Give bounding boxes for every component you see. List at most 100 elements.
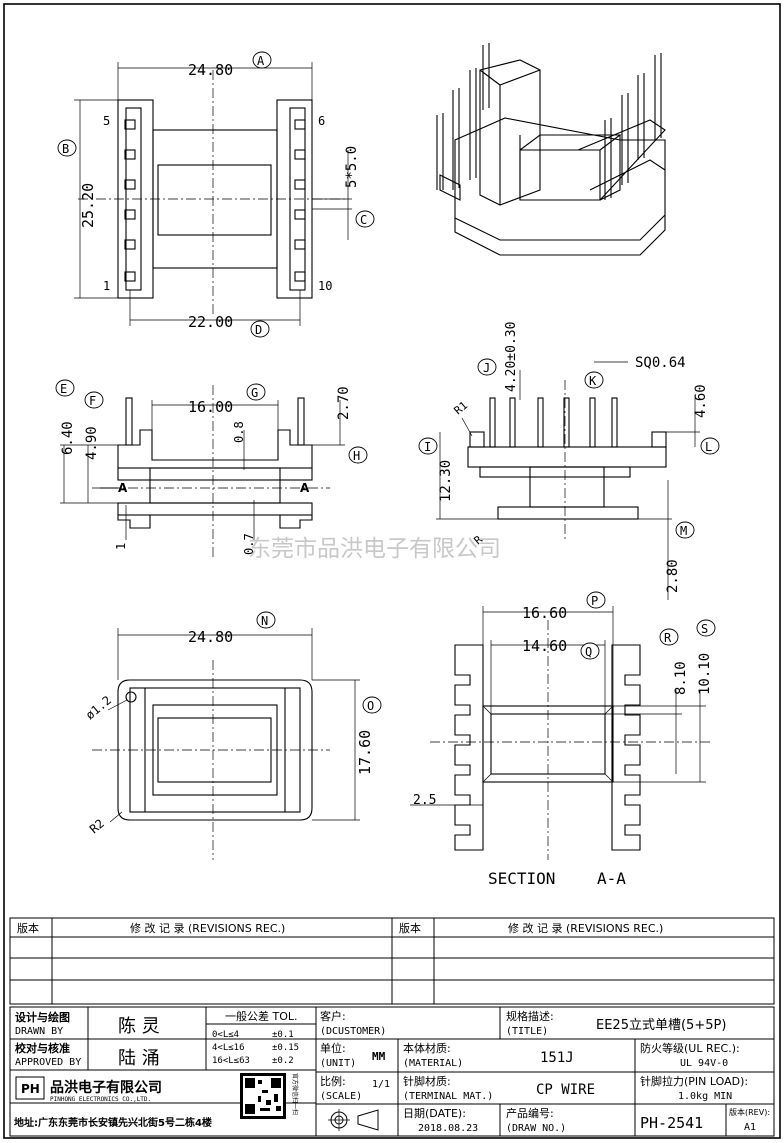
balloon-a: A xyxy=(252,51,272,69)
dim-side-1230: 12.30 xyxy=(438,460,454,502)
scale-label-en: (SCALE) xyxy=(320,1091,362,1102)
balloon-b: B xyxy=(57,139,77,157)
balloon-o: O xyxy=(362,696,382,714)
customer-label-cn: 客户: xyxy=(320,1009,346,1023)
svg-text:L: L xyxy=(705,440,712,454)
balloon-p: P xyxy=(586,591,606,609)
tol1-val: ±0.1 xyxy=(272,1030,294,1040)
balloon-e: E xyxy=(55,379,75,397)
unit-label-cn: 单位: xyxy=(320,1041,346,1055)
dim-sec-25: 2.5 xyxy=(413,793,436,808)
side-view: 4.20±0.30 SQ0.64 4.60 12.30 2.80 R1 R xyxy=(436,322,709,600)
svg-text:B: B xyxy=(62,142,69,156)
drawno-label-en: (DRAW NO.) xyxy=(506,1123,566,1134)
isometric-view xyxy=(436,43,666,256)
pin-label-6: 6 xyxy=(318,114,325,128)
top-view: 24.80 25.20 5*5.0 22.00 5 6 1 10 xyxy=(74,61,360,331)
balloon-l: L xyxy=(700,437,720,455)
dim-front-t2: 0.7 xyxy=(242,533,256,555)
svg-text:Q: Q xyxy=(585,645,592,659)
revisions-table: 版本 修 改 记 录 (REVISIONS REC.) 版本 修 改 记 录 (… xyxy=(9,917,775,1005)
pinload-label: 针脚拉力(PIN LOAD): xyxy=(640,1074,748,1088)
rev-value: A1 xyxy=(744,1122,756,1133)
balloon-r: R xyxy=(659,628,679,646)
material-label-en: (MATERIAL) xyxy=(403,1058,463,1069)
balloon-q: Q xyxy=(580,642,600,660)
svg-text:J: J xyxy=(483,361,490,375)
approver-name: 陆 涌 xyxy=(118,1048,160,1069)
tol2-range: 4<L≤16 xyxy=(212,1043,245,1053)
svg-text:K: K xyxy=(589,374,597,388)
pin-label-10: 10 xyxy=(318,279,332,293)
material-label-cn: 本体材质: xyxy=(403,1041,451,1055)
rev-rec-header-2: 修 改 记 录 (REVISIONS REC.) xyxy=(508,921,663,935)
svg-text:I: I xyxy=(424,440,431,454)
section-mark-right: A xyxy=(300,481,310,495)
date-label: 日期(DATE): xyxy=(403,1107,466,1120)
dim-side-tol: 4.20±0.30 xyxy=(504,322,519,392)
scale-label-cn: 比例: xyxy=(320,1074,346,1088)
terminal-label-en: (TERMINAL MAT.) xyxy=(403,1091,493,1102)
svg-text:M: M xyxy=(680,524,687,538)
pinload-value: 1.0kg MIN xyxy=(678,1091,732,1102)
section-name: A-A xyxy=(597,869,626,888)
svg-text:A: A xyxy=(257,54,265,68)
balloon-g: G xyxy=(246,383,266,401)
section-title: SECTION xyxy=(488,869,555,888)
rev-ver-header: 版本 xyxy=(17,921,39,935)
flame-label: 防火等级(UL REC.): xyxy=(640,1041,740,1055)
dim-pin-span: 22.00 xyxy=(188,313,233,331)
rev-label: 版本(REV): xyxy=(729,1107,770,1117)
dim-top-width: 24.80 xyxy=(188,61,233,79)
dim-front-t3: 1 xyxy=(114,543,128,550)
customer-label-en: (DCUSTOMER) xyxy=(320,1026,386,1037)
approver-label-en: APPROVED BY xyxy=(15,1057,81,1068)
company-name-cn: 品洪电子有限公司 xyxy=(50,1079,162,1096)
dim-front-t1: 0.8 xyxy=(232,421,246,443)
dim-top-height: 25.20 xyxy=(79,183,97,228)
dim-sec-w2: 14.60 xyxy=(522,637,567,655)
title-label-cn: 规格描述: xyxy=(506,1009,554,1023)
company-name-en: PINHONG ELECTRONICS CO.,LTD. xyxy=(50,1096,151,1103)
section-view: 16.60 14.60 8.10 10.10 2.5 SECTION A-A xyxy=(410,604,713,888)
dim-side-sq: SQ0.64 xyxy=(635,355,686,371)
terminal-value: CP WIRE xyxy=(536,1082,595,1098)
drawno-value: PH-2541 xyxy=(640,1114,703,1132)
dim-sec-h2: 10.10 xyxy=(697,653,713,695)
material-value: 151J xyxy=(540,1050,574,1066)
balloon-i: I xyxy=(418,437,438,455)
bottom-view: 24.80 17.60 ø1.2 R2 xyxy=(83,628,374,860)
rev-ver-header-2: 版本 xyxy=(399,921,421,935)
balloon-m: M xyxy=(675,521,695,539)
date-value: 2018.08.23 xyxy=(418,1123,478,1134)
svg-text:G: G xyxy=(251,386,258,400)
dim-side-280: 2.80 xyxy=(665,559,681,593)
balloon-s: S xyxy=(696,619,716,637)
dim-front-inner: 16.00 xyxy=(188,398,233,416)
designer-label-en: DRAWN BY xyxy=(15,1026,63,1037)
dim-front-h1: 6.40 xyxy=(60,421,76,455)
company-address: 地址:广东东莞市长安镇先兴北街5号二栋4楼 xyxy=(14,1116,212,1129)
tol3-range: 16<L≤63 xyxy=(212,1056,250,1066)
front-view: A A 16.00 6.40 4.90 2.70 0.8 0.7 1 xyxy=(60,385,352,560)
drawing-frame xyxy=(3,3,781,1139)
balloon-k: K xyxy=(584,371,604,389)
svg-text:N: N xyxy=(261,614,268,628)
svg-text:H: H xyxy=(353,449,360,463)
dim-bottom-width: 24.80 xyxy=(188,628,233,646)
scale-value: 1/1 xyxy=(372,1079,390,1090)
tol2-val: ±0.15 xyxy=(272,1043,299,1053)
dim-side-460: 4.60 xyxy=(693,384,709,418)
tol3-val: ±0.2 xyxy=(272,1056,294,1066)
rev-rec-header: 修 改 记 录 (REVISIONS REC.) xyxy=(130,921,285,935)
drawno-label-cn: 产品编号: xyxy=(506,1106,554,1120)
tol1-range: 0<L≤4 xyxy=(212,1030,239,1040)
company-logo xyxy=(15,1076,45,1100)
watermark: 东莞市品洪电子有限公司 xyxy=(248,536,501,562)
unit-value: MM xyxy=(372,1050,386,1063)
pin-label-5: 5 xyxy=(103,114,110,128)
dim-front-h3: 2.70 xyxy=(336,386,352,420)
logo-mark: PH xyxy=(21,1082,40,1096)
svg-text:C: C xyxy=(360,213,367,227)
